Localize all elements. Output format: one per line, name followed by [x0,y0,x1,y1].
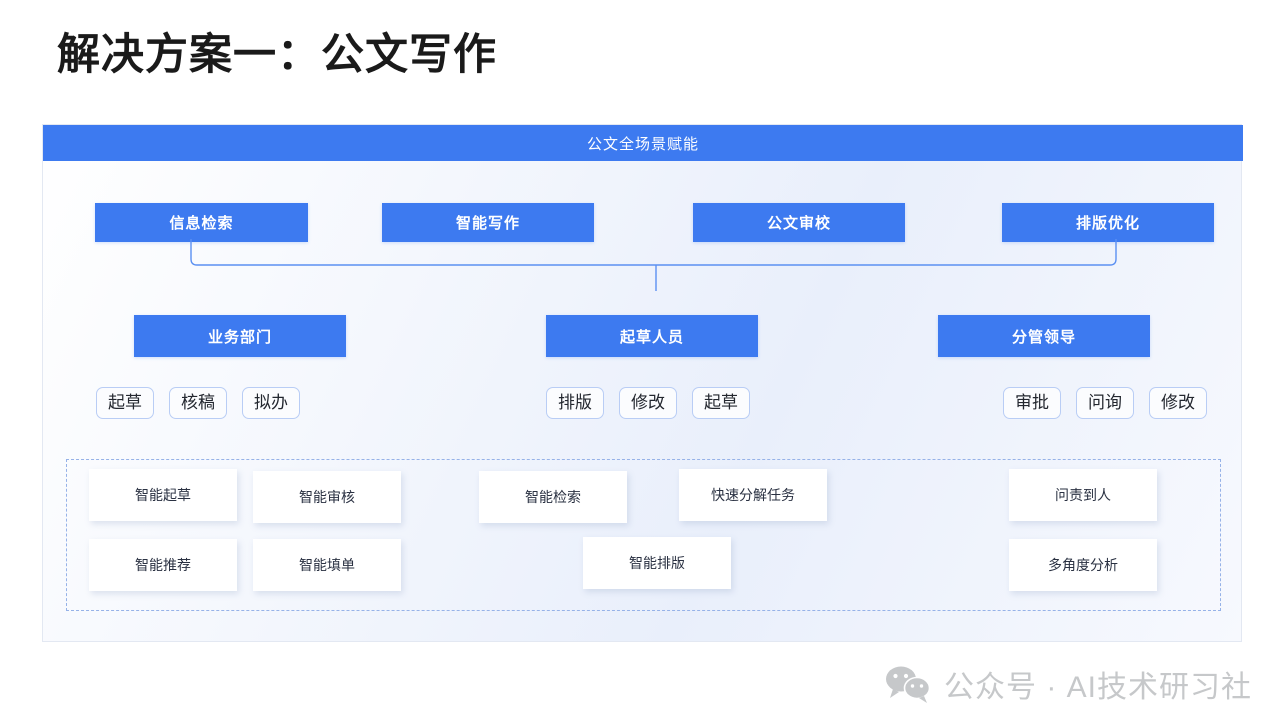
feature-card[interactable]: 智能推荐 [89,539,237,591]
feature-card[interactable]: 智能排版 [583,537,731,589]
capability-label: 公文审校 [766,215,831,232]
capability-box-2[interactable]: 公文审校 [693,203,905,242]
tag-item[interactable]: 核稿 [169,387,227,420]
tag-item[interactable]: 拟办 [242,387,300,420]
footer-watermark: 公众号 · AI技术研习社 [884,662,1252,706]
footer-text: 公众号 · AI技术研习社 [943,671,1252,704]
feature-card[interactable]: 智能审核 [253,471,401,523]
role-box-0[interactable]: 业务部门 [134,315,346,357]
tag-item[interactable]: 修改 [619,387,677,420]
tag-item[interactable]: 起草 [96,387,154,420]
capability-label: 信息检索 [169,215,234,232]
capability-label: 智能写作 [455,215,520,232]
tag-group-1: 排版 修改 起草 [546,387,750,420]
feature-area [66,459,1221,611]
tag-item[interactable]: 排版 [546,387,604,420]
feature-card[interactable]: 智能起草 [89,469,237,521]
page-title: 解决方案一：公文写作 [57,31,497,79]
feature-card[interactable]: 智能填单 [253,539,401,591]
tag-item[interactable]: 审批 [1003,387,1061,420]
panel-header-label: 公文全场景赋能 [586,135,699,153]
connector-bracket [190,239,1117,291]
capability-box-1[interactable]: 智能写作 [382,203,594,242]
feature-card[interactable]: 问责到人 [1009,469,1157,521]
panel-header: 公文全场景赋能 [43,125,1243,161]
role-box-1[interactable]: 起草人员 [546,315,758,357]
feature-card[interactable]: 快速分解任务 [679,469,827,521]
role-label: 业务部门 [207,328,272,346]
tag-item[interactable]: 修改 [1149,387,1207,420]
tag-item[interactable]: 问询 [1076,387,1134,420]
role-label: 分管领导 [1011,328,1076,346]
capability-box-0[interactable]: 信息检索 [95,203,308,242]
feature-card[interactable]: 多角度分析 [1009,539,1157,591]
capability-box-3[interactable]: 排版优化 [1002,203,1214,242]
wechat-icon [885,666,931,703]
feature-card[interactable]: 智能检索 [479,471,627,523]
role-label: 起草人员 [619,328,684,346]
tag-group-2: 审批 问询 修改 [1003,387,1207,420]
tag-item[interactable]: 起草 [692,387,750,420]
capability-label: 排版优化 [1075,215,1140,232]
solution-panel: 公文全场景赋能 信息检索 智能写作 公文审校 排版优化 业务部门 起草人员 分管… [42,124,1243,642]
role-box-2[interactable]: 分管领导 [938,315,1150,357]
tag-group-0: 起草 核稿 拟办 [96,387,300,420]
